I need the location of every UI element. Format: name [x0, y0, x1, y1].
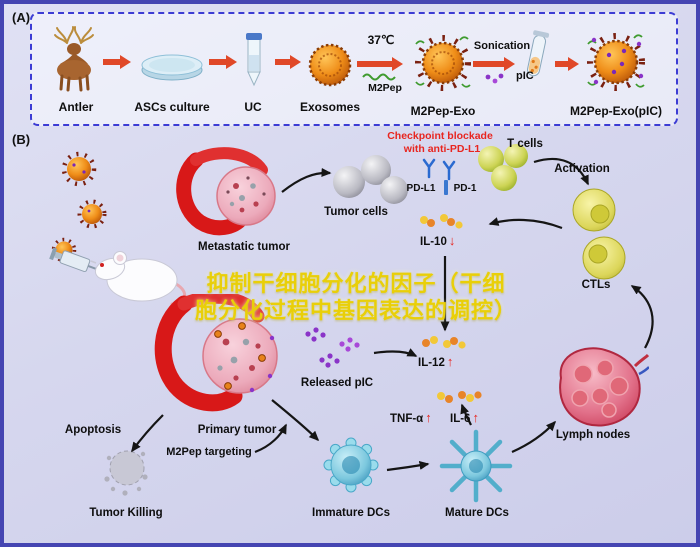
- primary-tumor-label: Primary tumor: [197, 424, 277, 436]
- il6-text: IL-6: [450, 413, 471, 425]
- checkpoint-blockade-label-line1: Checkpoint blockade: [387, 130, 493, 142]
- mouse-icon: [90, 242, 190, 313]
- cytokine-dots-icon: [422, 336, 466, 349]
- step-label-m2pep-exo-pic: M2Pep-Exo(pIC): [569, 104, 663, 118]
- step-arrow-icon: [473, 57, 515, 71]
- m2pep-label: M2Pep: [368, 82, 402, 94]
- pic-label: pIC: [516, 70, 534, 82]
- tumor-killing-label: Tumor Killing: [89, 507, 163, 519]
- ctl-cells-graphic: [562, 186, 634, 293]
- checkpoint-blockade-label-line2: with anti-PD-L1: [403, 143, 481, 155]
- il12-label: IL-12↑: [418, 354, 453, 369]
- exosome-icon: [305, 40, 355, 95]
- cytokine-dots-icon: [437, 391, 482, 403]
- centrifuge-tube-icon: [244, 32, 264, 93]
- il10-label: IL-10↓: [420, 233, 455, 248]
- anti-pdl1-antibody-icon: [418, 158, 464, 191]
- lymph-node-graphic: [547, 340, 650, 439]
- il12-text: IL-12: [418, 357, 445, 369]
- step-label-exosomes: Exosomes: [299, 100, 361, 114]
- panel-a-tag: (A): [12, 10, 31, 25]
- metastatic-tumor-graphic: [176, 146, 296, 251]
- tnf-up-arrow: ↑: [425, 410, 432, 425]
- pd-1-label: PD-1: [453, 183, 477, 194]
- released-pic-label: Released pIC: [300, 377, 374, 389]
- mature-dcs-label: Mature DCs: [445, 507, 509, 519]
- tnf-text: TNF-α: [390, 413, 424, 425]
- m2pep-pic-exosome-icon: [584, 30, 648, 99]
- il10-text: IL-10: [420, 236, 447, 248]
- step-arrow-icon: [357, 57, 403, 71]
- virus-particle-icon: [60, 150, 98, 193]
- pic-dots-icon: [485, 73, 504, 84]
- petri-dish-icon: [140, 50, 204, 87]
- m2pep-squiggle-icon: [362, 73, 396, 81]
- tumor-cells-label: Tumor cells: [324, 206, 388, 218]
- m2pep-targeting-label: M2Pep targeting: [166, 446, 252, 458]
- t-cells-label: T cells: [507, 138, 543, 150]
- watermark-line1: 抑制干细胞分化的因子（干细: [206, 271, 506, 296]
- il12-up-arrow: ↑: [446, 354, 454, 369]
- il6-label: IL-6↑: [450, 410, 479, 425]
- step-label-m2pep-exo: M2Pep-Exo: [410, 104, 476, 118]
- step-arrow-icon: [275, 55, 301, 69]
- step-arrow-icon: [209, 55, 237, 69]
- il6-up-arrow: ↑: [472, 410, 479, 425]
- activation-label: Activation: [554, 163, 610, 175]
- m2pep-exosome-icon: [412, 32, 474, 99]
- pic-cluster-graphic: [305, 327, 360, 368]
- pd-l1-label: PD-L1: [406, 183, 436, 194]
- immature-dc-graphic: [320, 434, 382, 501]
- tumor-cells-graphic: [326, 150, 416, 217]
- ctls-label: CTLs: [581, 279, 611, 291]
- virus-particle-icon: [76, 198, 108, 235]
- il10-down-arrow: ↓: [448, 233, 456, 248]
- step-arrow-icon: [555, 57, 579, 71]
- primary-tumor-graphic: [154, 290, 304, 431]
- deer-antler-icon: [46, 24, 104, 97]
- cytokine-dots-icon: [420, 214, 463, 229]
- pd-divider: [444, 180, 448, 195]
- metastatic-tumor-label: Metastatic tumor: [197, 241, 291, 253]
- immature-dcs-label: Immature DCs: [312, 507, 390, 519]
- lymph-nodes-label: Lymph nodes: [555, 429, 631, 441]
- step-label-antler: Antler: [58, 100, 94, 114]
- sonication-label: Sonication: [473, 40, 531, 52]
- temp-label: 37℃: [367, 33, 395, 47]
- apoptosis-label: Apoptosis: [64, 424, 122, 436]
- sonication-tube-icon: [520, 30, 552, 91]
- step-arrow-icon: [103, 55, 131, 69]
- mature-dc-graphic: [436, 426, 516, 511]
- panel-b-tag: (B): [12, 132, 31, 147]
- step-label-ascs: ASCs culture: [134, 100, 210, 114]
- tumor-killing-graphic: [98, 442, 156, 505]
- t-cells-graphic: [474, 142, 540, 199]
- step-label-uc: UC: [244, 100, 262, 114]
- tnf-label: TNF-α↑: [390, 410, 432, 425]
